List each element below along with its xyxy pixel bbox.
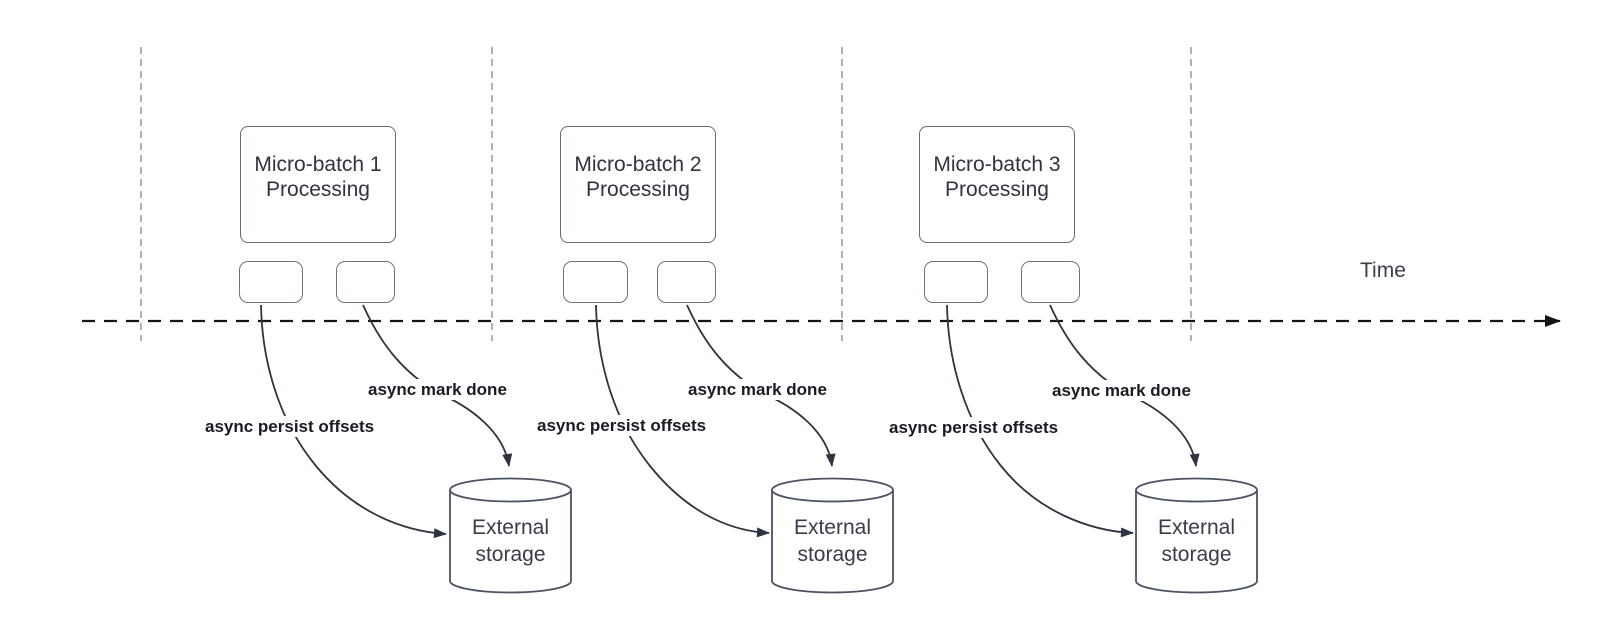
external-storage-label-3: External storage [1157, 516, 1236, 566]
micro-batch-3-offset-task-box [924, 261, 988, 303]
external-storage-label-1: External storage [471, 516, 550, 566]
micro-batch-2-commit-task-box [657, 261, 716, 303]
micro-batch-3-processing-box: Micro-batch 3 Processing [919, 126, 1075, 243]
persist-offsets-label-3: async persist offsets [886, 417, 1062, 438]
micro-batch-1-title-line1: Micro-batch 1 [254, 153, 382, 176]
micro-batch-1-commit-task-box [336, 261, 395, 303]
external-storage-cylinder-2 [771, 477, 894, 594]
micro-batch-3-title-line1: Micro-batch 3 [933, 153, 1061, 176]
micro-batch-3-commit-task-box [1021, 261, 1080, 303]
micro-batch-3-title-line2: Processing [945, 178, 1049, 201]
time-axis-label: Time [1360, 259, 1406, 282]
persist-offsets-label-1: async persist offsets [202, 416, 378, 437]
mark-done-label-2: async mark done [685, 379, 830, 400]
micro-batch-2-processing-box: Micro-batch 2 Processing [560, 126, 716, 243]
external-storage-cylinder-1 [449, 477, 572, 594]
mark-done-label-1: async mark done [365, 379, 510, 400]
persist-offsets-label-2: async persist offsets [534, 415, 710, 436]
persist-offsets-arrow-2 [595, 304, 770, 538]
micro-batch-2-offset-task-box [563, 261, 628, 303]
micro-batch-2-title-line2: Processing [586, 178, 690, 201]
external-storage-label-2: External storage [793, 516, 872, 566]
external-storage-cylinder-3 [1135, 477, 1258, 594]
mark-done-label-3: async mark done [1049, 380, 1194, 401]
micro-batch-1-offset-task-box [239, 261, 303, 303]
persist-offsets-arrow-1 [260, 304, 447, 539]
persist-offsets-arrow-3 [946, 304, 1134, 538]
micro-batch-2-title-line1: Micro-batch 2 [574, 153, 702, 176]
micro-batch-1-processing-box: Micro-batch 1 Processing [240, 126, 396, 243]
micro-batch-1-title-line2: Processing [266, 178, 370, 201]
